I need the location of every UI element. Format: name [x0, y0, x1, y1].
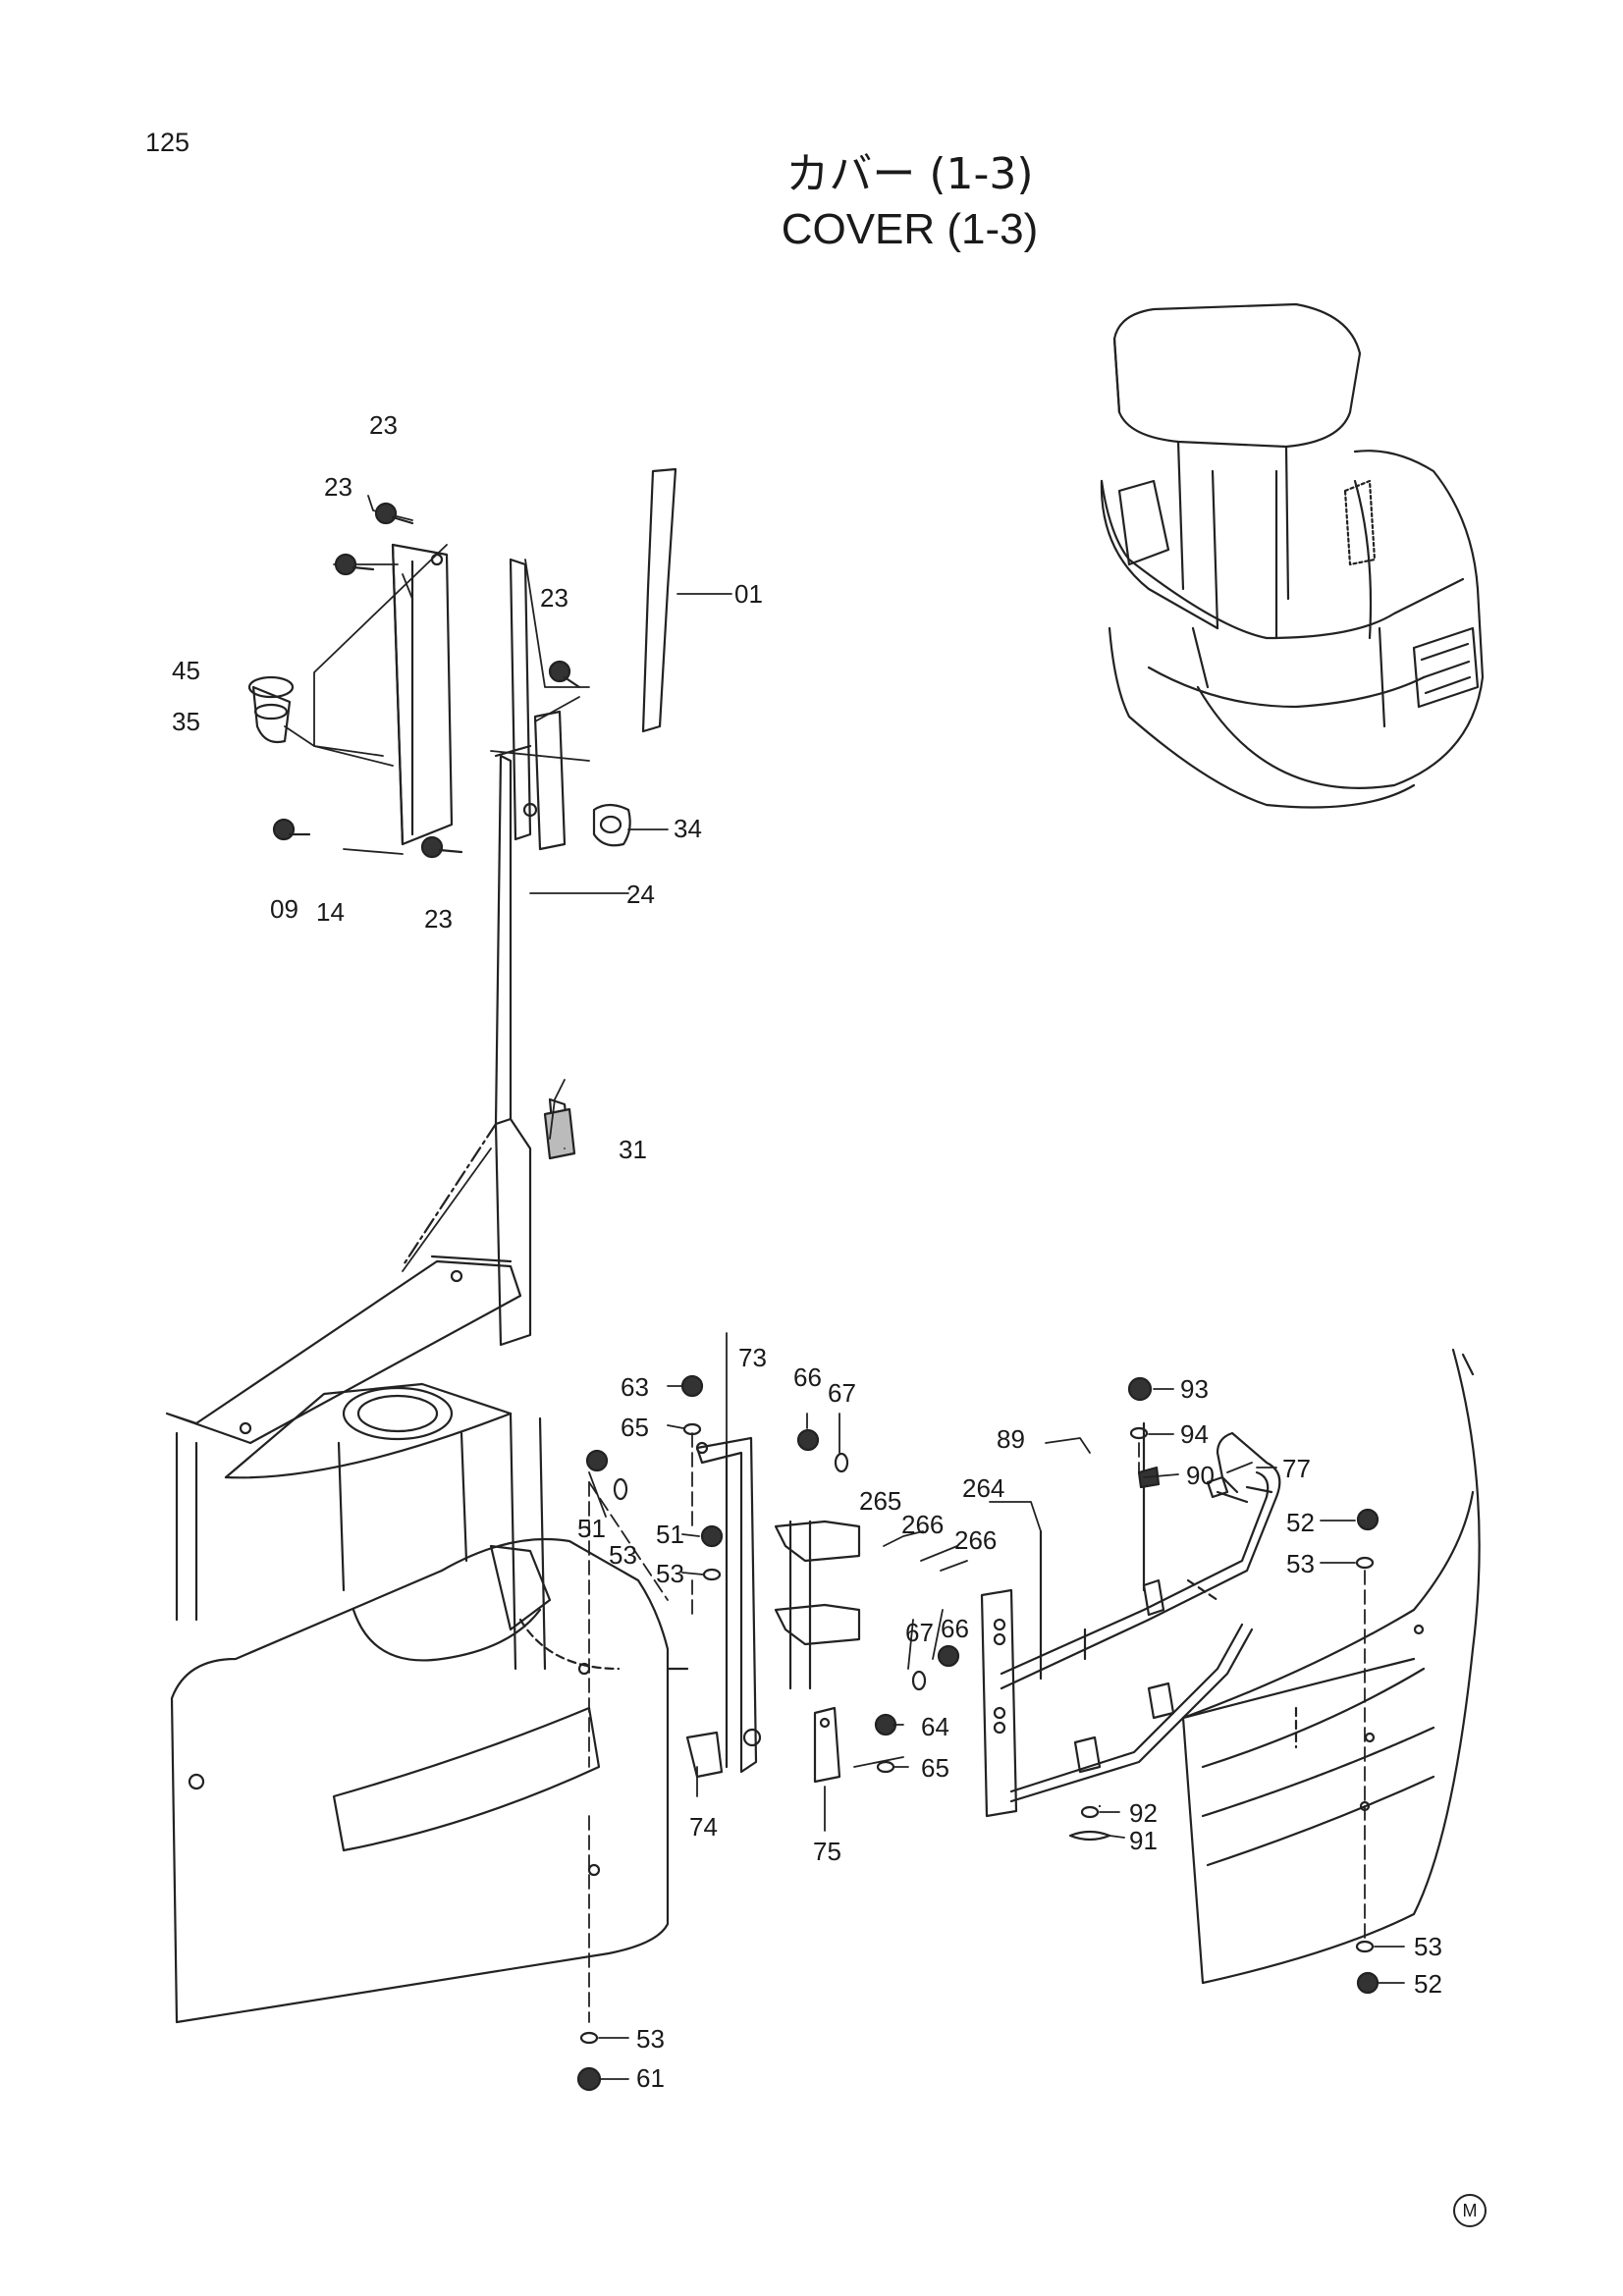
label-part-94: 94	[1180, 1419, 1209, 1449]
label-part-89: 89	[997, 1424, 1025, 1454]
page-title-japanese: カバー (1-3)	[785, 149, 1034, 199]
label-part-23: 23	[540, 583, 568, 613]
label-part-53: 53	[609, 1540, 637, 1570]
label-part-65: 65	[921, 1753, 949, 1783]
label-part-265: 265	[859, 1486, 901, 1516]
label-part-93: 93	[1180, 1374, 1209, 1404]
label-part-45: 45	[172, 656, 200, 685]
title-block: カバー (1-3) COVER (1-3)	[0, 147, 1623, 257]
page-title-english: COVER (1-3)	[781, 205, 1039, 253]
label-part-35: 35	[172, 707, 200, 736]
label-part-65: 65	[621, 1413, 649, 1442]
label-part-64: 64	[921, 1712, 949, 1741]
page-number: 125	[145, 128, 190, 157]
label-part-63: 63	[621, 1372, 649, 1402]
label-part-61: 61	[636, 2063, 665, 2093]
label-part-73: 73	[738, 1343, 767, 1372]
label-part-52: 52	[1286, 1508, 1315, 1537]
label-part-90: 90	[1186, 1461, 1215, 1490]
upper-leader-lines	[284, 495, 732, 1272]
label-part-53: 53	[636, 2024, 665, 2054]
label-part-67: 67	[828, 1378, 856, 1408]
label-part-23: 23	[369, 410, 398, 440]
part-labels: 23 23 23 23 01 45 35 34 09 14 24 31 63 7…	[172, 410, 1442, 2093]
label-part-264: 264	[962, 1473, 1004, 1503]
label-part-51: 51	[656, 1520, 684, 1549]
hardware-fasteners	[272, 502, 1380, 2092]
label-part-74: 74	[689, 1812, 718, 1842]
m-marker-icon: M	[1453, 2194, 1487, 2227]
label-part-09: 09	[270, 894, 298, 924]
label-part-51: 51	[577, 1514, 606, 1543]
main-frame-assembly	[165, 1255, 689, 2024]
label-part-53: 53	[656, 1559, 684, 1588]
upper-bracket-assembly	[247, 467, 677, 1347]
right-cover-panel	[1181, 1348, 1481, 1985]
label-part-23: 23	[324, 472, 352, 502]
projection-line	[401, 1122, 498, 1268]
label-part-75: 75	[813, 1837, 841, 1866]
label-part-52: 52	[1414, 1969, 1442, 1999]
label-part-53: 53	[1286, 1549, 1315, 1578]
label-part-23: 23	[424, 904, 453, 934]
label-part-66: 66	[793, 1362, 822, 1392]
label-part-92: 92	[1129, 1798, 1158, 1828]
label-part-91: 91	[1129, 1826, 1158, 1855]
washers	[579, 1422, 1375, 2045]
center-bracket-assembly	[685, 1436, 861, 1784]
label-part-31: 31	[619, 1135, 647, 1164]
label-part-53: 53	[1414, 1932, 1442, 1961]
label-part-266: 266	[901, 1510, 944, 1539]
lower-leader-lines	[588, 1332, 1405, 2080]
machine-overview-illustration	[1100, 302, 1485, 809]
dashed-alignment-lines	[588, 1432, 1366, 2023]
label-part-266: 266	[954, 1525, 997, 1555]
label-part-14: 14	[316, 897, 345, 927]
label-part-01: 01	[734, 579, 763, 609]
label-part-66: 66	[941, 1614, 969, 1643]
label-part-34: 34	[674, 814, 702, 843]
label-part-24: 24	[626, 880, 655, 909]
label-part-77: 77	[1282, 1454, 1311, 1483]
label-part-67: 67	[905, 1618, 934, 1647]
